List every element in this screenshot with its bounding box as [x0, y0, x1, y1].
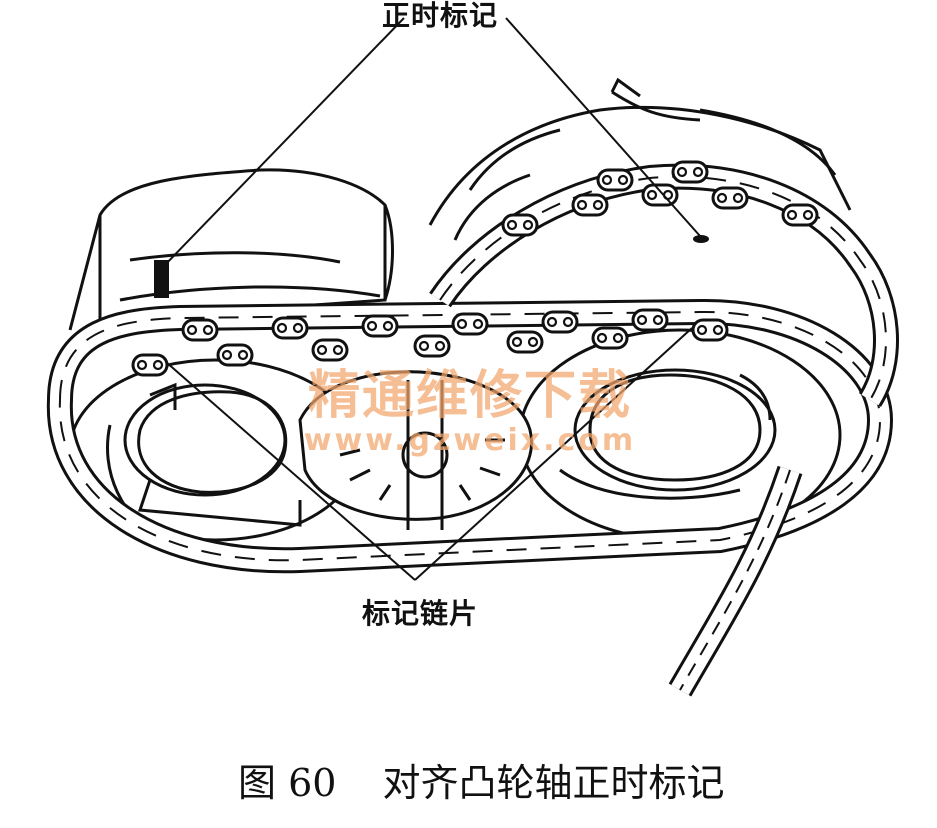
- leader-timing-mark-left: [161, 17, 405, 269]
- leader-timing-mark-right: [505, 17, 701, 237]
- figure-number: 图 60: [238, 761, 337, 805]
- timing-mark-block: [154, 260, 169, 298]
- leader-marked-link-left: [165, 361, 416, 581]
- timing-mark-label: 正时标记: [382, 0, 499, 32]
- figure-caption: 图 60 对齐凸轮轴正时标记: [238, 752, 724, 807]
- timing-mark-dot: [693, 235, 709, 243]
- figure-title: 对齐凸轮轴正时标记: [382, 761, 725, 805]
- leader-lines: [161, 17, 701, 581]
- rear-housing: [68, 77, 852, 331]
- leader-marked-link-right: [414, 327, 693, 581]
- marked-link-label: 标记链片: [362, 597, 479, 630]
- crank-sprocket: [298, 370, 533, 530]
